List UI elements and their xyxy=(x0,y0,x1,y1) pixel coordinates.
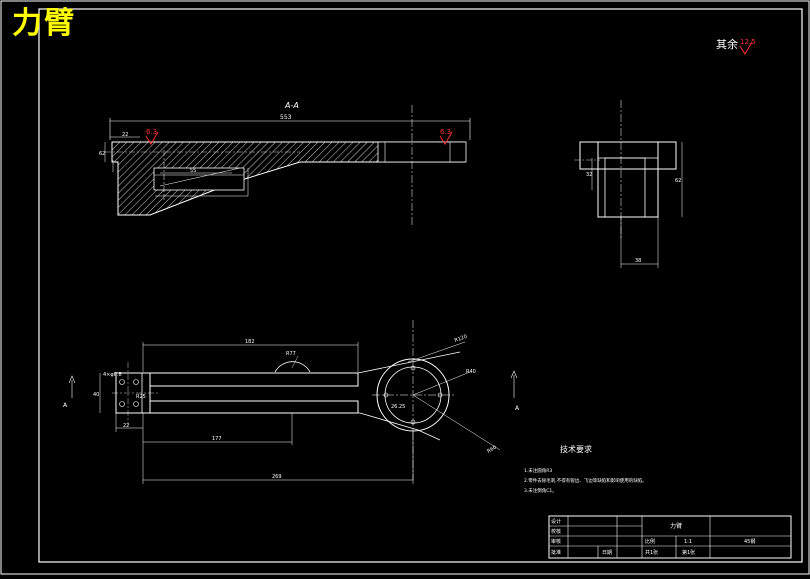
roughness-left-icon xyxy=(145,131,159,145)
view-marker-right: A xyxy=(515,405,520,412)
tb-scale-value: 1:1 xyxy=(684,539,692,545)
tb-date: 日期 xyxy=(602,550,612,556)
tb-material: 45钢 xyxy=(744,538,755,545)
technical-requirements: 技术要求 1.未注圆角R3 2.零件去除毛刺,不得有锐边、飞边等缺陷和影响使用的… xyxy=(524,444,647,494)
dim-plan-lower: 177 xyxy=(212,436,222,442)
dim-plan-ring: R40 xyxy=(466,369,476,375)
dim-side-height: 62 xyxy=(675,178,681,184)
dim-plan-top-right: R120 xyxy=(454,334,468,344)
roughness-symbol-icon xyxy=(739,41,753,55)
dim-plan-radius: R77 xyxy=(286,351,296,357)
dim-plan-hole: R25 xyxy=(136,394,146,400)
dim-section-inner: 55 xyxy=(190,168,196,174)
dim-plan-phi: 4×φ6.8 xyxy=(103,372,122,378)
dim-plan-center: 26.25 xyxy=(391,404,405,410)
tech-item-3: 3.未注倒角C1。 xyxy=(524,487,557,494)
tb-approver: 批准 xyxy=(551,549,561,556)
view-arrow-left-icon xyxy=(68,375,76,384)
tech-heading: 技术要求 xyxy=(560,444,592,454)
dim-plan-left-h: 40 xyxy=(93,392,99,398)
plan-view: 182 R77 xyxy=(63,320,520,484)
dim-plan-big: R60 xyxy=(486,445,498,455)
dim-section-left: 22 xyxy=(122,132,128,138)
surface-finish-label: 其余 xyxy=(716,37,738,51)
roughness-right-value: 6.3 xyxy=(440,128,451,136)
roughness-left-value: 6.3 xyxy=(146,128,157,136)
tb-reviewer: 审核 xyxy=(551,538,561,545)
dim-section-total: 553 xyxy=(280,114,292,121)
dim-side-width: 38 xyxy=(635,258,641,264)
dim-plan-left: 22 xyxy=(123,423,129,429)
tb-designer: 设计 xyxy=(551,518,561,525)
tech-item-2: 2.零件去除毛刺,不得有锐边、飞边等缺陷和影响使用的缺陷。 xyxy=(524,477,647,484)
dim-plan-top: 182 xyxy=(245,339,255,345)
section-label: A-A xyxy=(284,101,299,110)
inner-border xyxy=(38,8,803,563)
tb-sheet-no: 第1张 xyxy=(682,549,695,556)
roughness-right-icon xyxy=(439,131,453,145)
surface-finish-value: 12.5 xyxy=(740,38,756,46)
tb-sheet-total: 共1张 xyxy=(645,549,658,556)
dim-section-height: 62 xyxy=(99,151,105,157)
dim-side-inner: 32 xyxy=(586,172,592,178)
drawing-title: 力臂 xyxy=(12,6,76,41)
tb-scale-label: 比例 xyxy=(645,538,655,545)
tb-checker: 校核 xyxy=(551,528,561,535)
section-view: A-A 553 22 55 62 xyxy=(99,101,471,225)
side-view: 62 32 38 xyxy=(574,100,683,268)
title-block: 设计 校核 审核 批准 日期 力臂 比例 1:1 共1张 第1张 45钢 xyxy=(548,515,792,559)
tb-part-name: 力臂 xyxy=(670,522,682,530)
surface-finish-note: 其余 12.5 xyxy=(716,37,756,55)
tech-item-1: 1.未注圆角R3 xyxy=(524,467,552,474)
dim-plan-total: 269 xyxy=(272,474,282,480)
view-arrow-right-icon xyxy=(510,370,518,379)
view-marker-left: A xyxy=(63,402,68,409)
